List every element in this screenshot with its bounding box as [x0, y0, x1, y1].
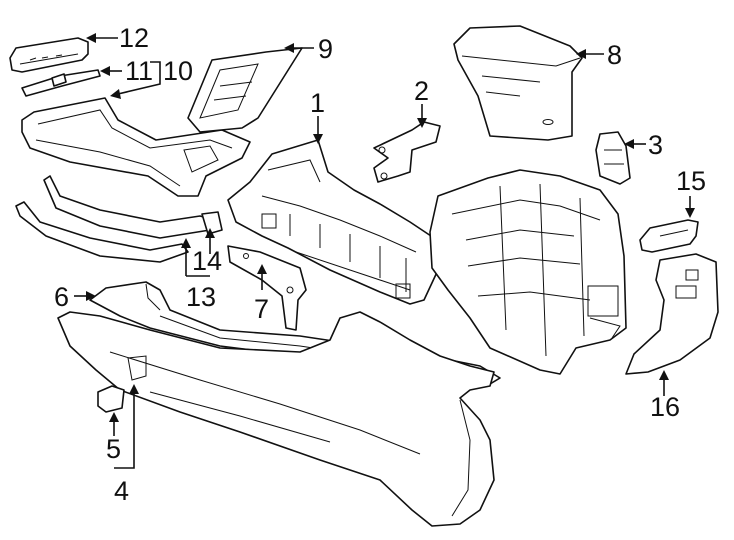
part-13-14-seal-strips: [15, 175, 223, 263]
part-7-bracket: [227, 245, 307, 331]
callout-16: 16: [650, 392, 680, 422]
leader-lines: [74, 33, 695, 469]
callout-11: 11: [125, 56, 153, 86]
rear-console-frame: [429, 169, 627, 375]
callout-4: 4: [114, 476, 129, 506]
part-16-rear-panel: [625, 253, 719, 375]
part-1-console-frame: [227, 139, 439, 305]
part-9-tray: [187, 47, 303, 133]
callout-1: 1: [310, 88, 325, 118]
part-8-storage-bin: [453, 25, 583, 141]
callout-13: 13: [186, 282, 216, 312]
callout-14: 14: [192, 246, 222, 276]
part-10-bezel: [21, 97, 251, 197]
callout-7: 7: [254, 294, 269, 324]
part-5-switch: [97, 385, 125, 413]
callout-labels: 12 11 10 9 1 2 8 3 15 16 14 13 7 6 5 4: [54, 23, 706, 506]
callout-3: 3: [648, 130, 663, 160]
part-15-cover: [639, 219, 699, 253]
callout-12: 12: [119, 23, 149, 53]
callout-5: 5: [106, 434, 121, 464]
callout-2: 2: [414, 76, 429, 106]
callout-9: 9: [318, 34, 333, 64]
part-12-armrest-lid: [9, 37, 89, 73]
part-2-bracket: [373, 121, 441, 183]
callout-8: 8: [607, 40, 622, 70]
callout-15: 15: [676, 166, 706, 196]
part-11-latch: [21, 69, 101, 97]
part-3-clip: [595, 131, 631, 185]
part-4-side-panel: [57, 311, 495, 527]
callout-6: 6: [54, 282, 69, 312]
callout-10: 10: [163, 56, 193, 86]
